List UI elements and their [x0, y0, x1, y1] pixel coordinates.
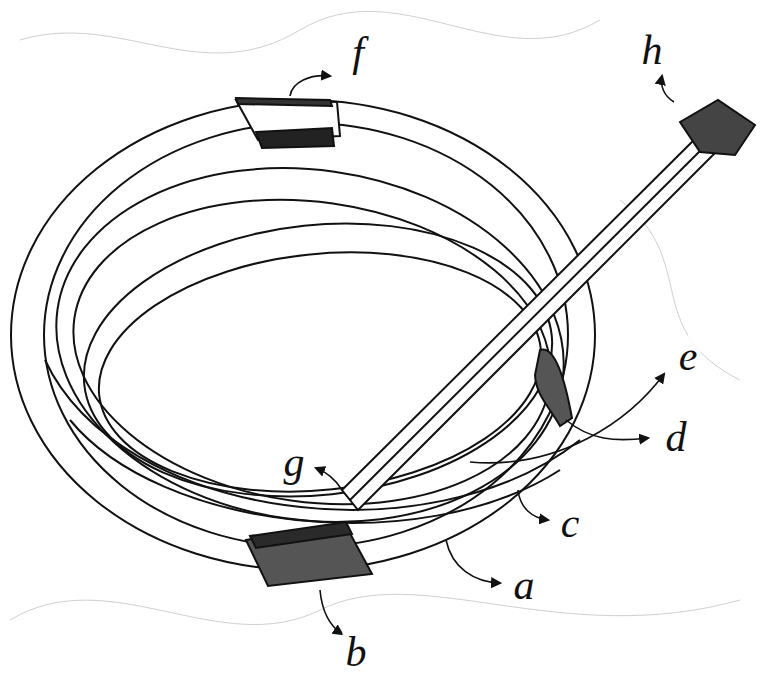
clip-b — [246, 522, 372, 586]
leader-line — [566, 420, 648, 440]
rod-groove — [350, 131, 720, 500]
rod-body — [342, 122, 728, 510]
leader-lines — [290, 76, 674, 634]
clip-d — [535, 350, 572, 426]
leader-line — [518, 490, 548, 520]
leader-line — [470, 374, 664, 463]
part-label: d — [663, 416, 690, 458]
clip-f — [236, 98, 340, 148]
part-label: f — [349, 31, 367, 73]
part-label: h — [639, 29, 666, 71]
part-label: a — [511, 564, 538, 606]
leader-line — [662, 76, 675, 102]
rod-cap-h — [680, 100, 755, 155]
background-scribble — [10, 11, 740, 624]
scribble — [20, 11, 600, 53]
clip-underside — [256, 128, 334, 148]
part-label: e — [676, 335, 701, 377]
leader-line — [290, 76, 330, 96]
lower-band-edge — [45, 360, 580, 510]
leader-line — [446, 540, 500, 583]
scribble — [10, 594, 740, 624]
part-label: g — [281, 441, 308, 483]
clip-edge — [250, 522, 352, 548]
clip-top — [236, 98, 332, 106]
rod — [342, 100, 755, 510]
leader-line — [320, 590, 342, 634]
part-label: b — [343, 631, 370, 673]
leader-line — [316, 468, 342, 490]
part-label: c — [558, 502, 583, 544]
